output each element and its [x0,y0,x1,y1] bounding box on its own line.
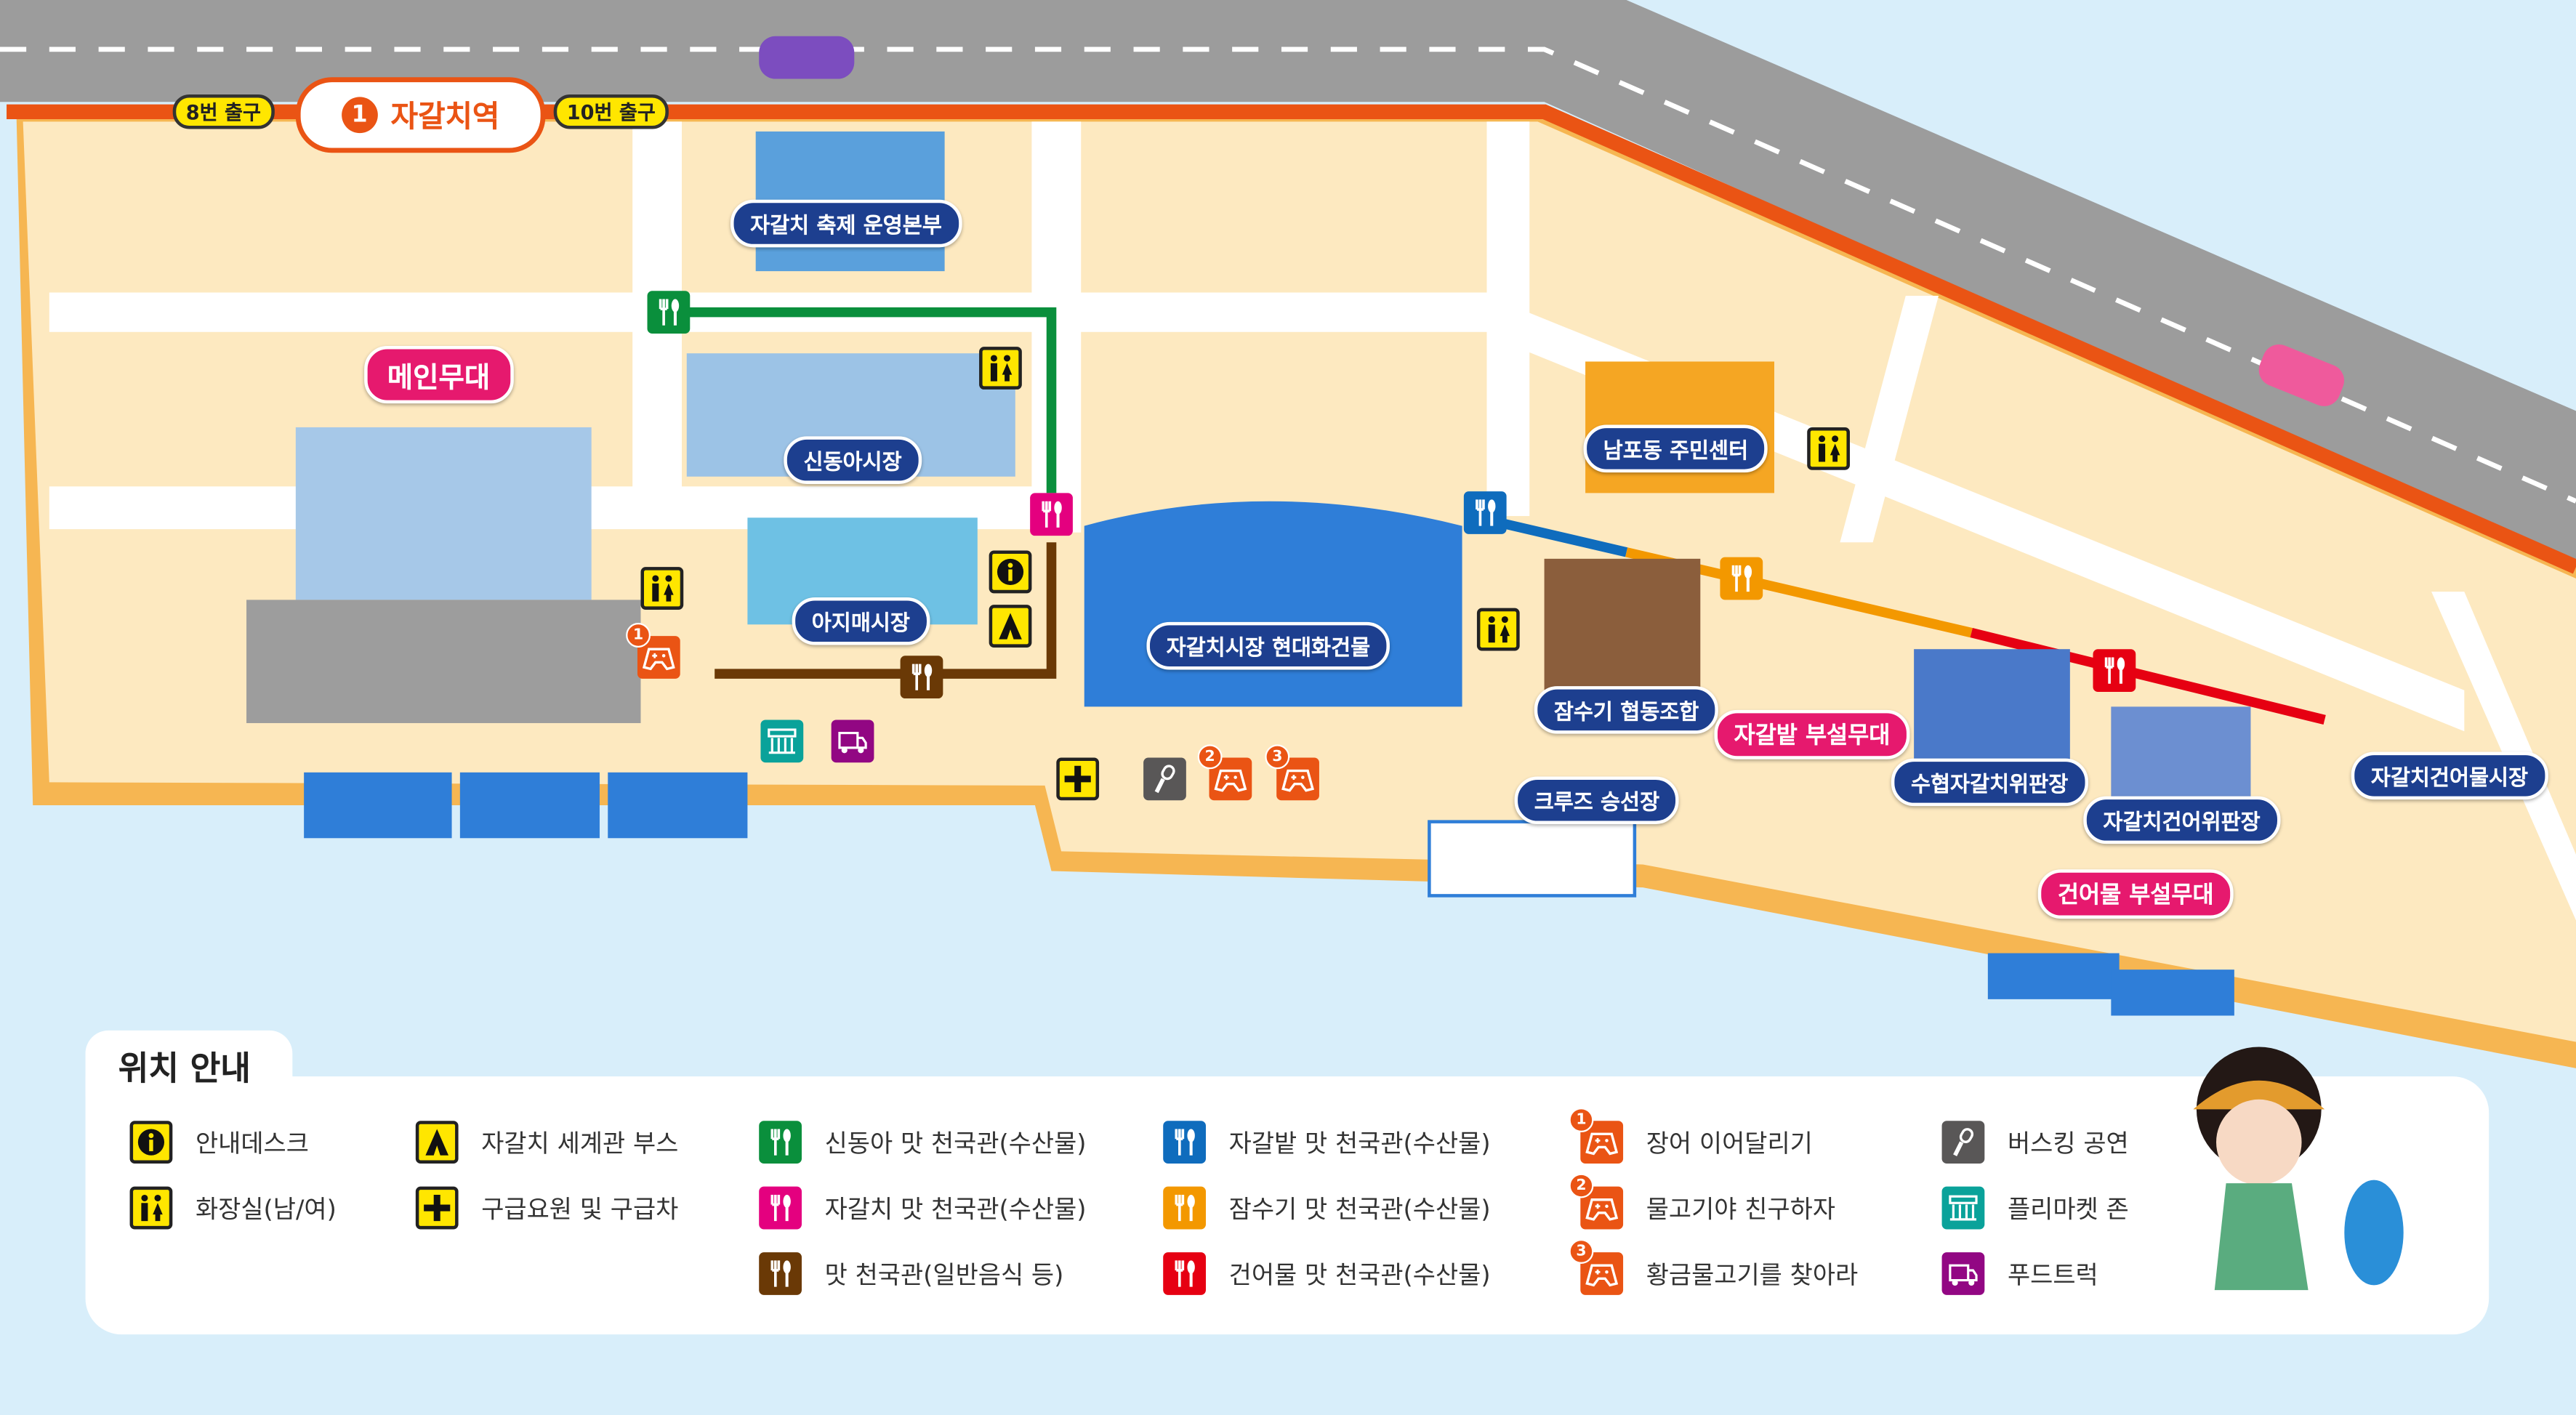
restaurant-icon[interactable] [900,656,943,699]
legend-label: 자갈치 맛 천국관(수산물) [824,1193,1087,1224]
legend-item: 잠수기 맛 천국관(수산물) [1163,1186,1491,1230]
stage-dried[interactable]: 건어물 부설무대 [2037,869,2234,919]
legend-item: 2 물고기야 친구하자 [1569,1173,1836,1230]
restaurant-icon [1163,1186,1206,1230]
place-suhyup-auction[interactable]: 수협자갈치위판장 [1891,758,2088,807]
place-modern-building[interactable]: 자갈치시장 현대화건물 [1146,621,1390,670]
place-festival-hq[interactable]: 자갈치 축제 운영본부 [730,199,962,248]
number-badge: 3 [1265,744,1290,770]
toilet-icon[interactable] [640,567,684,610]
toilet-icon[interactable] [979,347,1022,390]
restaurant-icon[interactable] [1030,493,1073,536]
legend-label: 자갈치 세계관 부스 [481,1128,679,1158]
number-badge: 2 [1569,1173,1594,1198]
exit-10[interactable]: 10번 출구 [553,94,669,129]
place-cruise-terminal[interactable]: 크루즈 승선장 [1514,776,1680,825]
number-badge: 1 [626,623,651,648]
flea-market-icon[interactable] [760,719,804,763]
first-aid-icon [415,1186,459,1230]
number-badge: 2 [1197,744,1223,770]
legend-item: 푸드트럭 [1941,1252,2098,1295]
legend-item: 안내데스크 [129,1121,309,1164]
legend-label: 구급요원 및 구급차 [481,1193,679,1224]
first-aid-icon[interactable] [1056,757,1100,801]
info-icon[interactable] [989,550,1032,594]
place-nampo-center[interactable]: 남포동 주민센터 [1583,424,1768,473]
legend-item: 버스킹 공연 [1941,1121,2129,1164]
legend-item: 맛 천국관(일반음식 등) [759,1252,1063,1295]
legend-item: 화장실(남/여) [129,1186,337,1230]
restaurant-icon [1163,1252,1206,1295]
subway-line-number: 1 [341,97,378,134]
legend-panel [85,1076,2490,1335]
legend-item: 자갈치 맛 천국관(수산물) [759,1186,1087,1230]
legend-label: 장어 이어달리기 [1646,1128,1813,1158]
mic-icon [1941,1121,1985,1164]
toilet-icon[interactable] [1807,427,1850,470]
restaurant-icon [759,1252,802,1295]
food-truck-icon[interactable] [831,719,874,763]
legend-label: 물고기야 친구하자 [1646,1193,1836,1224]
info-icon [129,1121,173,1164]
exit-8[interactable]: 8번 출구 [172,94,275,129]
legend-item: 플리마켓 존 [1941,1186,2129,1230]
legend-item: 신동아 맛 천국관(수산물) [759,1121,1087,1164]
restaurant-icon[interactable] [2093,649,2136,693]
legend-item: 1 장어 이어달리기 [1569,1108,1813,1164]
legend-label: 화장실(남/여) [195,1193,337,1224]
stage-gravel[interactable]: 자갈밭 부설무대 [1714,709,1910,759]
tent-icon [415,1121,459,1164]
toilet-icon[interactable] [1476,608,1520,651]
game-icon[interactable]: 1 [626,623,680,679]
stage-main[interactable]: 메인무대 [364,346,513,404]
legend-label: 황금물고기를 찾아라 [1646,1259,1859,1289]
legend-label: 건어물 맛 천국관(수산물) [1228,1259,1491,1289]
restaurant-icon [759,1121,802,1164]
mascot-illustration [2193,1047,2404,1291]
restaurant-icon[interactable] [1720,557,1763,600]
legend-label: 잠수기 맛 천국관(수산물) [1228,1193,1491,1224]
legend-item: 구급요원 및 구급차 [415,1186,679,1230]
restaurant-icon [759,1186,802,1230]
legend-item: 3 황금물고기를 찾아라 [1569,1239,1859,1295]
game-icon[interactable]: 3 [1265,744,1319,801]
legend-label: 신동아 맛 천국관(수산물) [824,1128,1087,1158]
legend-label: 버스킹 공연 [2007,1128,2129,1158]
number-badge: 3 [1569,1239,1594,1264]
mic-icon[interactable] [1143,757,1186,801]
food-truck-icon [1941,1252,1985,1295]
place-dried-auction[interactable]: 자갈치건어위판장 [2083,796,2280,844]
jagalchi-station[interactable]: 1 자갈치역 [295,77,546,153]
restaurant-icon[interactable] [1463,491,1507,534]
place-ajimae-market[interactable]: 아지매시장 [792,597,930,645]
legend-item: 자갈치 세계관 부스 [415,1121,679,1164]
restaurant-icon [1163,1121,1206,1164]
legend-label: 플리마켓 존 [2007,1193,2129,1224]
number-badge: 1 [1569,1108,1594,1133]
legend-label: 안내데스크 [195,1128,309,1158]
legend-item: 자갈밭 맛 천국관(수산물) [1163,1121,1491,1164]
legend-label: 푸드트럭 [2007,1259,2098,1289]
legend-item: 건어물 맛 천국관(수산물) [1163,1252,1491,1295]
place-diving-coop[interactable]: 잠수기 협동조합 [1534,686,1719,734]
legend-title: 위치 안내 [118,1048,251,1088]
place-shindong-market[interactable]: 신동아시장 [784,436,922,484]
tent-icon[interactable] [989,605,1032,648]
place-dried-market[interactable]: 자갈치건어물시장 [2351,751,2548,800]
game-icon: 2 [1569,1173,1624,1230]
toilet-icon [129,1186,173,1230]
game-icon[interactable]: 2 [1197,744,1252,801]
restaurant-icon[interactable] [647,291,691,334]
legend-label: 자갈밭 맛 천국관(수산물) [1228,1128,1491,1158]
station-name: 자갈치역 [390,100,500,135]
legend-label: 맛 천국관(일반음식 등) [824,1259,1064,1289]
game-icon: 1 [1569,1108,1624,1164]
game-icon: 3 [1569,1239,1624,1295]
flea-market-icon [1941,1186,1985,1230]
